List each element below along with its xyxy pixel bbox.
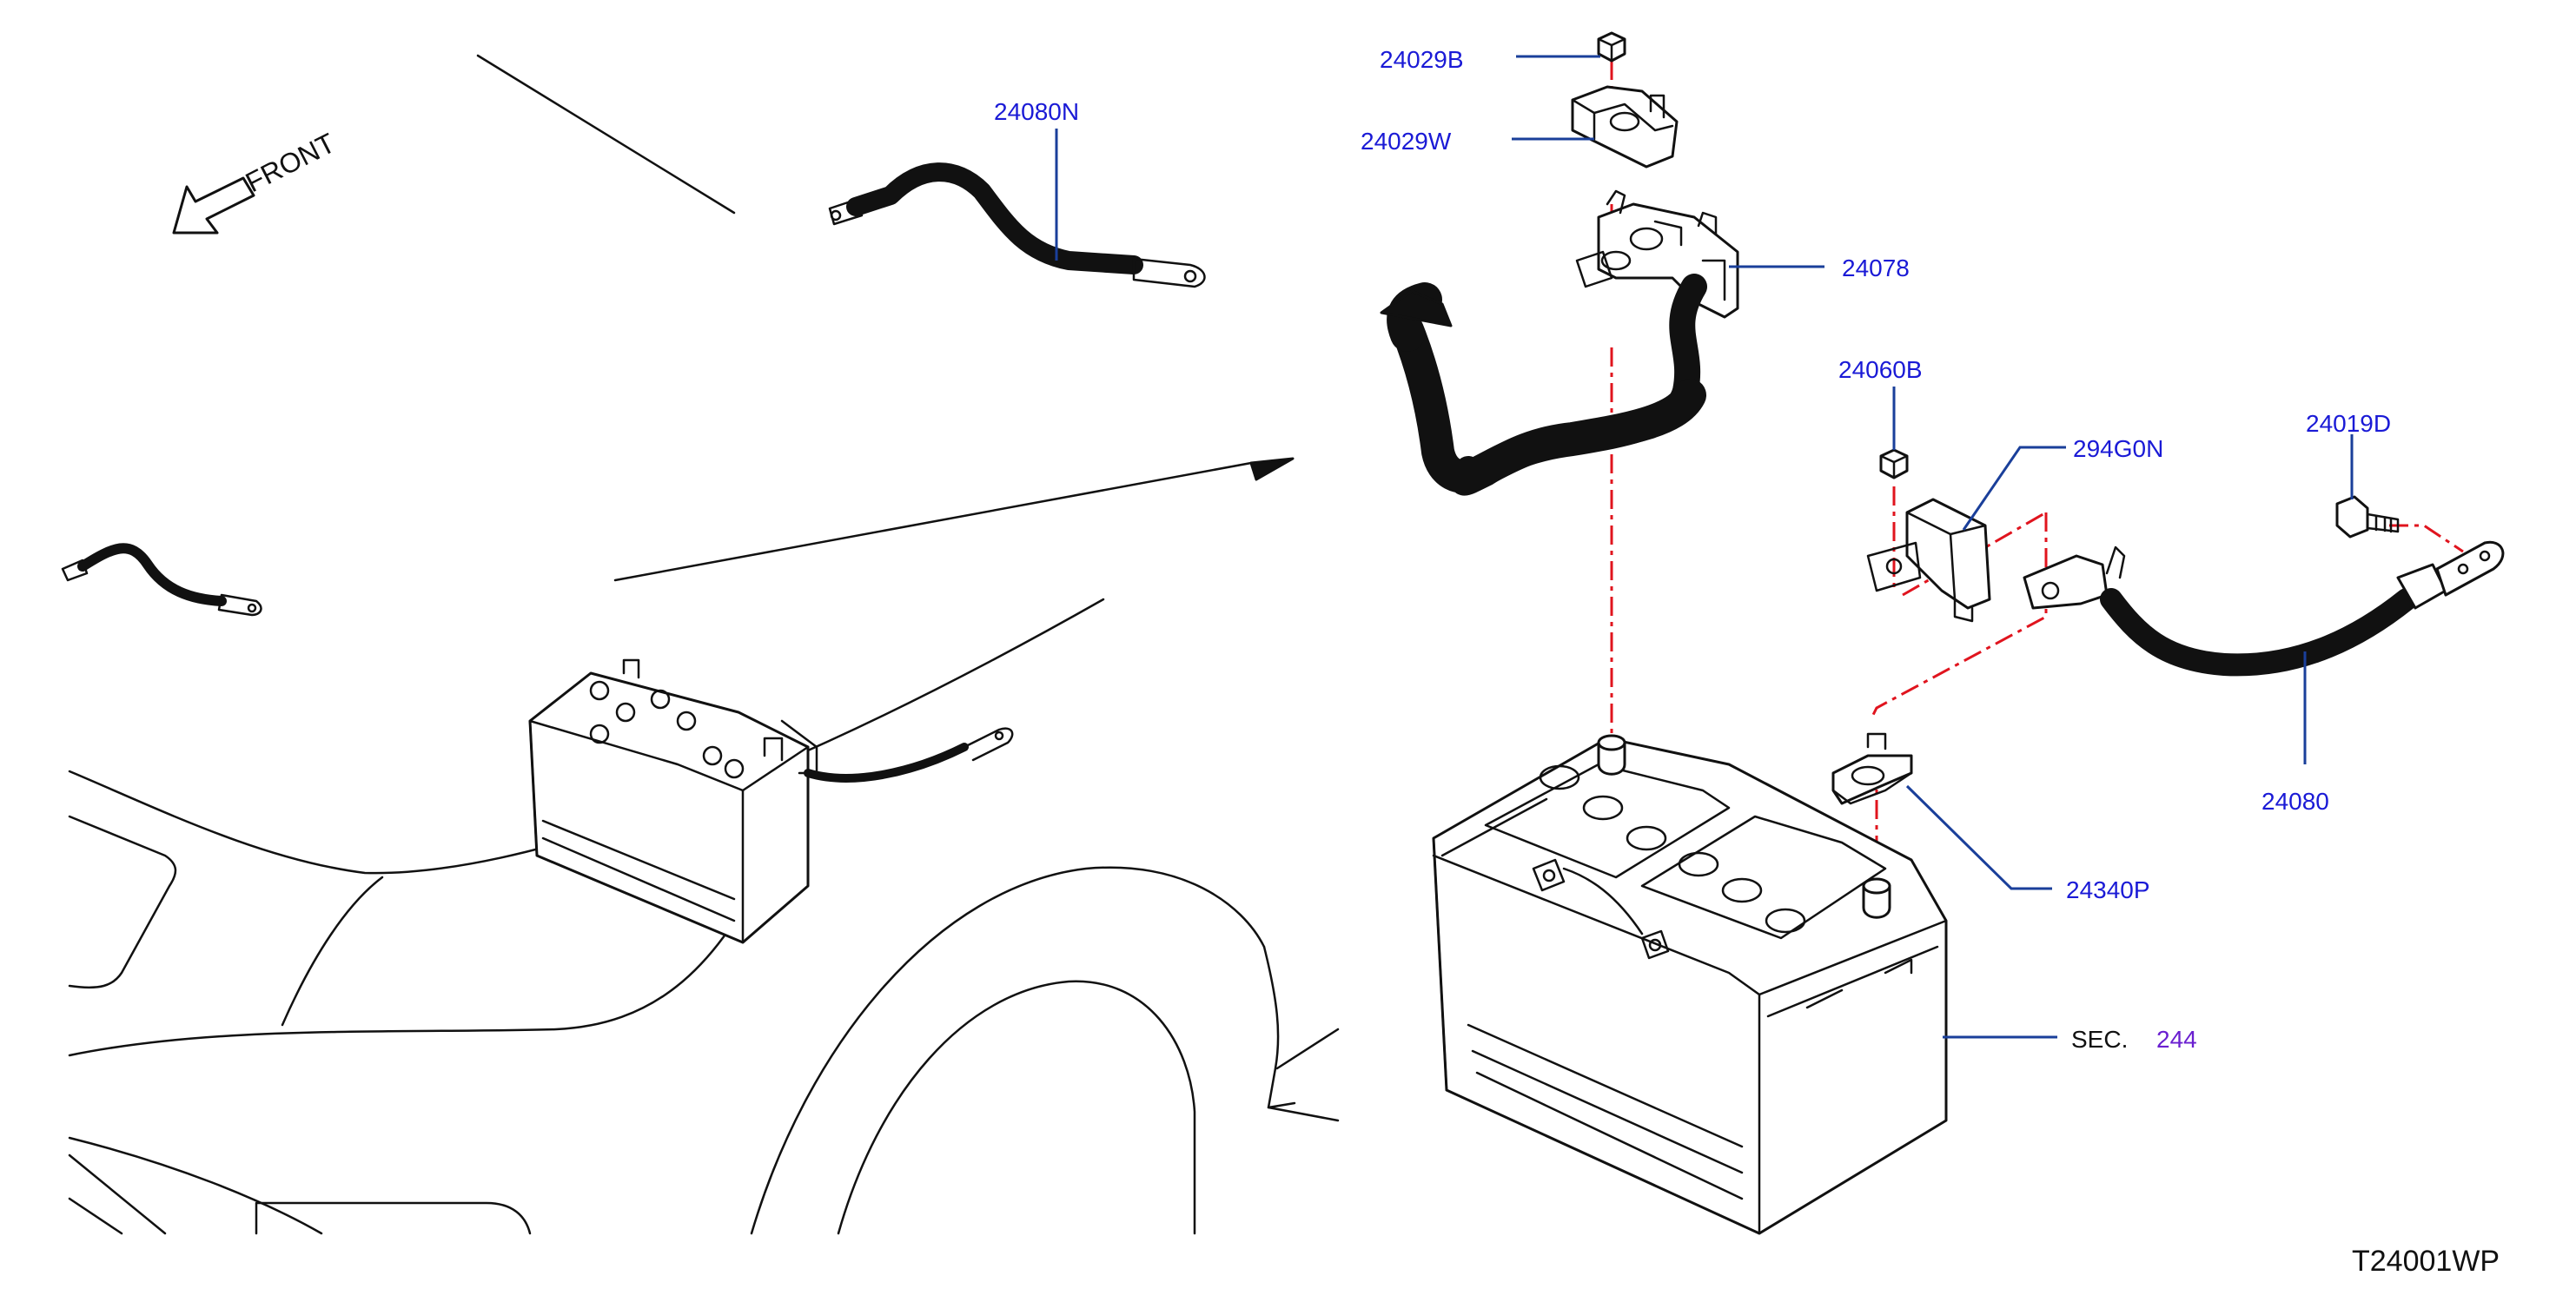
front-direction-indicator: FRONT: [172, 127, 341, 235]
callout-24029w: 24029W: [1361, 128, 1452, 155]
leader-24340p: [1905, 784, 2052, 890]
callout-24080n: 24080N: [994, 98, 1079, 125]
section-ref-prefix: SEC.: [2071, 1026, 2128, 1053]
section-ref-number[interactable]: 244: [2156, 1026, 2197, 1053]
leader-294g0n: [1962, 446, 2066, 531]
battery-assembly-detail: 24029B 24029W 24080N 24078 24060B 294G0N…: [994, 31, 2505, 1235]
main-battery-illustration: [1432, 734, 1948, 1235]
diagram-code: T24001WP: [2352, 1245, 2500, 1278]
callout-24080: 24080: [2261, 788, 2329, 815]
part-294g0n-battery-sensor: [1866, 498, 1991, 623]
small-battery-illustration: [528, 658, 1014, 944]
callout-24340p: 24340P: [2066, 876, 2150, 903]
part-24078-positive-terminal-harness: [1380, 189, 1739, 496]
part-24340p-negative-terminal: [1831, 732, 1913, 805]
callout-294g0n: 294G0N: [2073, 435, 2163, 462]
callout-24078: 24078: [1842, 254, 1910, 281]
callout-24019d: 24019D: [2306, 410, 2391, 437]
part-24080-ground-cable: [2023, 540, 2505, 677]
callout-24029b: 24029B: [1380, 46, 1464, 73]
front-label: FRONT: [241, 127, 341, 198]
part-24029w-terminal-cover: [1571, 85, 1679, 169]
callout-24060b: 24060B: [1838, 356, 1923, 383]
cable-24080n-illustration: [828, 162, 1206, 288]
vehicle-overview: FRONT: [61, 54, 1340, 1235]
small-ground-cable-illustration: [61, 543, 262, 617]
part-24029b-nut: [1597, 31, 1626, 63]
part-24019d-bolt: [2335, 495, 2400, 539]
part-24060b-nut: [1879, 448, 1909, 479]
